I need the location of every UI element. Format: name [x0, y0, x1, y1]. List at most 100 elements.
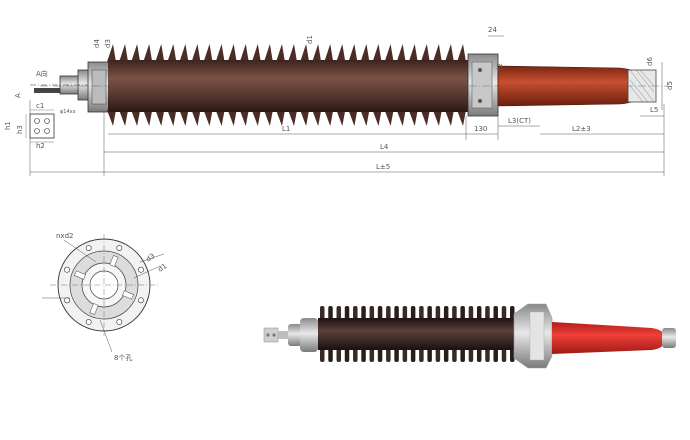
bolt-hole — [85, 245, 92, 251]
shed-bottom — [263, 110, 273, 126]
label-d6: d6 — [646, 57, 654, 66]
shed-top — [360, 44, 370, 62]
label-h2: h2 — [36, 142, 45, 150]
bolt-hole — [85, 319, 92, 325]
label-n-d2: nxd2 — [56, 232, 73, 240]
shed-bottom — [457, 110, 466, 126]
shed-top — [396, 44, 406, 62]
shed-top — [179, 44, 189, 62]
label-L1: L1 — [282, 125, 290, 133]
shed-bottom — [251, 110, 261, 126]
drawing-labels: d4 d3 d1 A向 A h1 h3 c1 φ14xx h2 24 L1 13… — [4, 26, 674, 171]
shed-top — [420, 44, 430, 62]
label-dim-130: 130 — [474, 125, 487, 133]
shed-bottom — [167, 110, 177, 126]
shed-bottom — [191, 110, 201, 126]
bolt-hole — [64, 266, 70, 273]
shed-top — [300, 44, 310, 62]
label-L5: L5 — [650, 106, 658, 114]
label-L3: L3(CT) — [508, 117, 531, 125]
shed-top — [324, 44, 334, 62]
label-h1: h1 — [4, 121, 12, 130]
flange-labels: nxd2 d3 d1 8个孔 — [56, 232, 168, 362]
label-a: A — [14, 93, 22, 98]
slot-mark — [109, 255, 119, 267]
label-h3: h3 — [16, 125, 24, 134]
slot-mark — [122, 290, 134, 300]
shed-top — [288, 44, 298, 62]
shed-bottom — [384, 110, 394, 126]
shed-top — [372, 44, 382, 62]
label-dim-24: 24 — [488, 26, 497, 34]
bolt-hole — [64, 297, 70, 304]
slot-mark — [89, 303, 99, 315]
shed-bottom — [360, 110, 370, 126]
photo-red-insulator — [552, 322, 664, 354]
bolt-hole — [116, 319, 123, 325]
shed-top — [131, 44, 141, 62]
shed-bottom — [348, 110, 358, 126]
shed-bottom — [396, 110, 406, 126]
shed-bottom — [432, 110, 442, 126]
label-a-view: A向 — [36, 69, 48, 78]
bolt-hole — [138, 297, 144, 304]
bolt-hole — [138, 266, 144, 273]
shed-bottom — [324, 110, 334, 126]
slot-mark — [74, 270, 86, 280]
shed-top — [155, 44, 165, 62]
shed-bottom — [155, 110, 165, 126]
shed-top — [444, 44, 454, 62]
shed-bottom — [300, 110, 310, 126]
top-flange-left — [87, 61, 111, 113]
label-d2: d2 — [496, 63, 504, 72]
shed-top — [251, 44, 261, 62]
shed-bottom — [408, 110, 418, 126]
shed-top — [227, 44, 237, 62]
shed-bottom — [288, 110, 298, 126]
shed-bottom — [131, 110, 141, 126]
shed-bottom — [372, 110, 382, 126]
mounting-flange — [467, 53, 499, 117]
shed-bottom — [203, 110, 213, 126]
flange-end-view — [42, 234, 165, 353]
shed-bottom — [119, 110, 129, 126]
shed-top — [432, 44, 442, 62]
label-d4: d4 — [93, 39, 101, 48]
shed-bottom — [275, 110, 285, 126]
shed-bottom — [312, 110, 322, 126]
dimension-lines — [29, 35, 665, 176]
label-d3: d3 — [104, 39, 112, 48]
left-terminal-stud — [30, 69, 110, 101]
shed-bottom — [107, 110, 116, 126]
shed-top — [384, 44, 394, 62]
shed-bottom — [227, 110, 237, 126]
label-L-total: L±5 — [376, 163, 390, 171]
shed-top — [215, 44, 225, 62]
shed-top — [107, 44, 116, 62]
shed-bottom — [444, 110, 454, 126]
shed-top — [263, 44, 273, 62]
shed-top — [336, 44, 346, 62]
label-flange-d1: d1 — [157, 262, 169, 274]
label-d5: d5 — [666, 81, 674, 90]
shed-bottom — [239, 110, 249, 126]
label-d1: d1 — [306, 35, 314, 44]
label-hole: φ14xx — [60, 109, 76, 115]
shed-top — [275, 44, 285, 62]
bushing-side-view — [30, 44, 668, 126]
shed-top — [119, 44, 129, 62]
shed-top — [191, 44, 201, 62]
shed-top — [239, 44, 249, 62]
photo-porcelain-core — [318, 318, 518, 350]
bolt-hole — [116, 245, 123, 251]
label-L2: L2±3 — [572, 125, 591, 133]
label-L4: L4 — [380, 143, 389, 151]
shed-bottom — [215, 110, 225, 126]
photo-end-cap — [662, 328, 676, 348]
label-holes: 8个孔 — [114, 354, 132, 362]
shed-bottom — [420, 110, 430, 126]
shed-top — [408, 44, 418, 62]
shed-top — [203, 44, 213, 62]
label-flange-d3: d3 — [145, 252, 157, 264]
bushing-product-photo — [263, 303, 676, 369]
